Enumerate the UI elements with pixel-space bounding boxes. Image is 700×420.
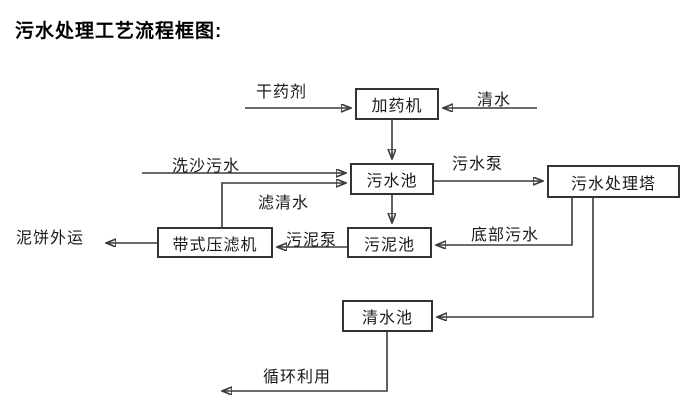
edge-filtered-water-arrow [221, 183, 346, 227]
edge-label-clean-water: 清水 [477, 92, 512, 109]
node-sludge-pool: 污泥池 [347, 227, 432, 258]
edge-label-sand-washing: 洗沙污水 [172, 158, 241, 175]
edge-label-dry-chemical: 干药剂 [256, 84, 308, 101]
edge-label-sewage-pump: 污水泵 [452, 156, 504, 173]
edge-label-mud-cake-out: 泥饼外运 [16, 230, 85, 247]
diagram-title: 污水处理工艺流程框图: [15, 21, 223, 42]
node-dosing-machine: 加药机 [355, 88, 439, 120]
edge-tower-to-clean-arrow [437, 198, 594, 317]
edge-recycle-arrow [222, 332, 388, 391]
edge-label-recycle: 循环利用 [263, 369, 332, 386]
edge-label-sludge-pump: 污泥泵 [286, 232, 338, 249]
edge-bottom-sewage-arrow [436, 198, 573, 245]
edge-label-filtered-water: 滤清水 [258, 195, 310, 212]
node-sewage-pool: 污水池 [350, 163, 434, 195]
node-clean-water-pool: 清水池 [342, 300, 433, 332]
node-belt-filter-press: 带式压滤机 [157, 227, 273, 258]
edge-label-bottom-sewage: 底部污水 [471, 227, 540, 244]
node-treatment-tower: 污水处理塔 [547, 165, 680, 198]
